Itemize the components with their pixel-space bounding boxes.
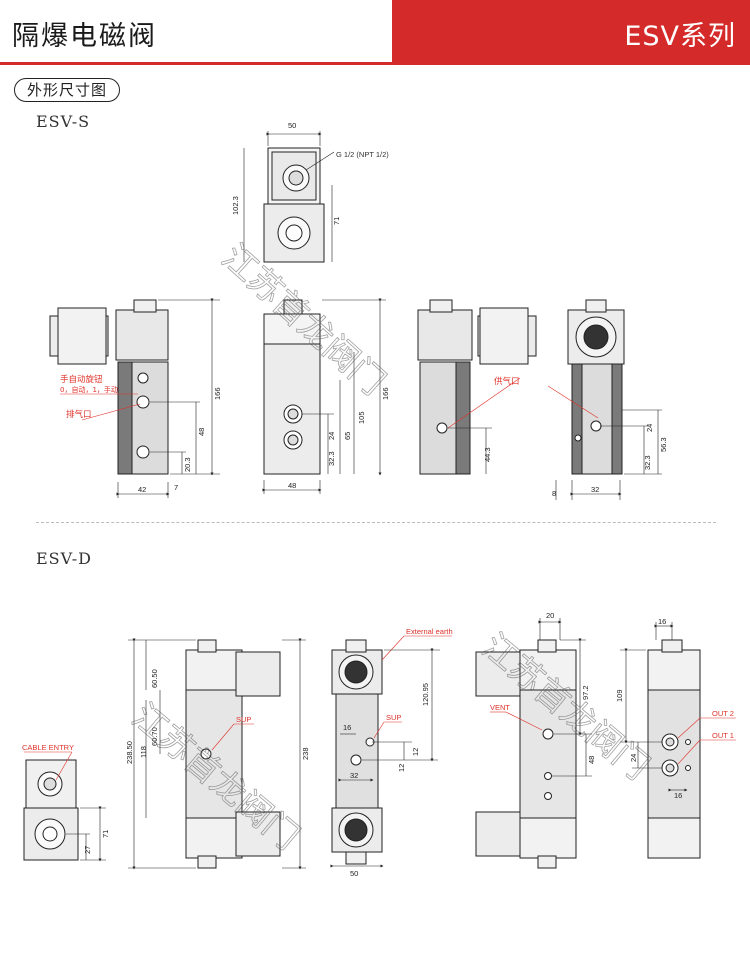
dim-238-50: 238.50 [125,741,134,764]
dim-8: 8 [552,489,556,498]
dim-20: 20 [546,611,554,620]
esv-s-right-view [417,299,537,475]
dim-16-rear-top: 16 [658,617,666,626]
dim-24-front: 24 [327,432,336,440]
dim-d-71: 71 [101,830,110,838]
dim-109: 109 [615,689,624,702]
dim-65: 65 [343,432,352,440]
esv-d-rear-view [620,622,736,859]
series-title: ESV系列 [624,21,736,52]
dim-50-front: 50 [350,869,358,878]
dim-32-3-rear: 32.3 [643,455,652,470]
esv-d-cable-view [23,751,106,862]
dim-32-3-front: 32.3 [327,451,336,466]
vent-label: VENT [490,703,510,712]
manual-knob-label: 手自动旋钮 [60,374,103,385]
dim-120-95: 120.95 [421,683,430,706]
header-red-band [392,0,750,62]
external-earth-label: External earth [406,627,453,636]
dim-166-front: 166 [381,387,390,400]
sup-label-left: SUP [236,715,251,724]
esv-s-front-view [262,298,386,494]
dim-20-3: 20.3 [183,457,192,472]
esv-d-front-view [330,635,452,868]
dim-44-3: 44.3 [483,447,492,462]
dim-48-front: 48 [288,481,296,490]
supply-port-label-s: 供气口 [494,376,520,387]
dim-d-27: 27 [83,846,92,854]
dim-60-70: 60.70 [150,727,159,746]
exhaust-port-label: 排气口 [66,409,92,420]
header-divider [0,62,750,65]
thread-label: G 1/2 (NPT 1/2) [336,150,389,159]
section-divider [36,522,716,523]
sup-label-front: SUP [386,713,401,722]
esv-s-top-view [243,131,335,263]
dim-48-left: 48 [197,428,206,436]
dim-97-2: 97.2 [581,685,590,700]
dim-16-rear-bottom: 16 [674,791,682,800]
dim-105: 105 [357,411,366,424]
dim-top-102-3: 102.3 [231,196,240,215]
dim-12-a: 12 [411,748,420,756]
dim-24-d: 24 [629,754,638,762]
out1-label: OUT 1 [712,731,734,740]
dim-118: 118 [139,746,148,758]
dim-7: 7 [174,483,178,492]
dim-42: 42 [138,485,146,494]
dim-56-3: 56.3 [659,437,668,452]
section-title: 外形尺寸图 [14,78,121,102]
dim-238: 238 [301,747,310,760]
esv-s-rear-view [547,299,662,500]
esv-d-right-view [475,618,592,869]
dim-166-left: 166 [213,387,222,400]
dim-12-b: 12 [397,764,406,772]
model-esv-s-label: ESV-S [36,112,91,131]
dim-top-71: 71 [332,217,341,225]
esv-s-left-view [49,298,220,498]
dim-60-50: 60.50 [150,669,159,688]
dim-16-front: 16 [343,723,351,732]
dim-32-front: 32 [350,771,358,780]
out2-label: OUT 2 [712,709,734,718]
esv-d-left-view [128,638,306,870]
cable-entry-label: CABLE ENTRY [22,743,74,752]
dim-32-rear: 32 [591,485,599,494]
dim-48-d: 48 [587,756,596,764]
dim-top-50: 50 [288,121,296,130]
model-esv-d-label: ESV-D [36,549,92,568]
page-title: 隔爆电磁阀 [12,21,157,52]
manual-knob-sub-label: 0，自动，1，手动 [60,385,118,394]
dim-24-rear: 24 [645,424,654,432]
